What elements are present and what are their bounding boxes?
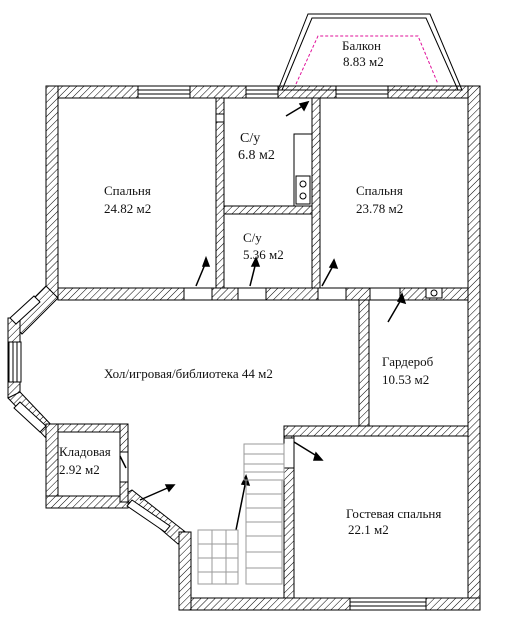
storage-area: 2.92 м2 (59, 462, 100, 477)
bedroom-left-name: Спальня (104, 183, 151, 198)
bath-fixtures (293, 133, 443, 299)
bath-top-name: С/у (240, 131, 261, 146)
outer-walls (7, 85, 481, 611)
bath-mid-area: 5.36 м2 (243, 247, 284, 262)
bedroom-right-area: 23.78 м2 (356, 201, 404, 216)
door-swings (119, 100, 407, 531)
guest-bedroom-area: 22.1 м2 (348, 522, 389, 537)
balcony-name: Балкон (342, 38, 381, 53)
wardrobe-name: Гардероб (382, 354, 434, 369)
bath-top-area: 6.8 м2 (238, 148, 275, 163)
balcony-area: 8.83 м2 (343, 54, 384, 69)
staircase (197, 443, 285, 585)
door-openings (119, 113, 401, 483)
guest-bedroom-name: Гостевая спальня (346, 506, 442, 521)
bedroom-right-name: Спальня (356, 183, 403, 198)
hall-label: Хол/игровая/библиотека 44 м2 (104, 366, 273, 381)
interior-walls (57, 97, 469, 599)
windows (8, 85, 427, 611)
balcony (277, 13, 463, 91)
bath-mid-name: С/у (243, 230, 262, 245)
bedroom-left-area: 24.82 м2 (104, 201, 152, 216)
wardrobe-area: 10.53 м2 (382, 372, 430, 387)
storage-name: Кладовая (59, 444, 111, 459)
